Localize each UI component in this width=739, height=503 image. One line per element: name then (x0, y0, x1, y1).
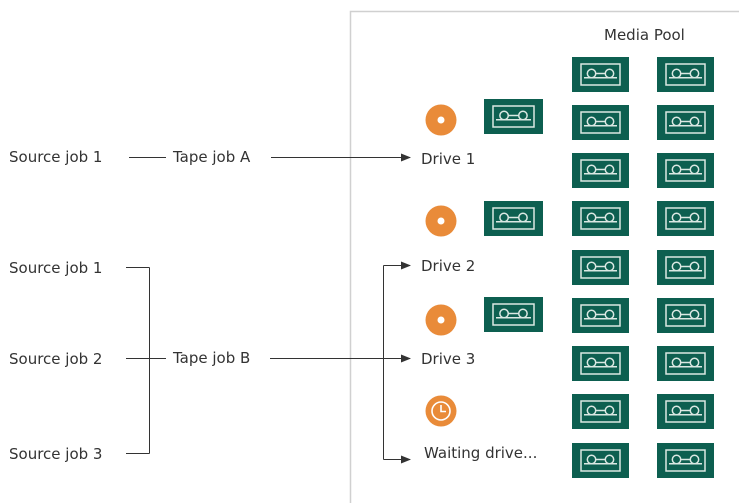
source-job-label: Source job 2 (9, 350, 103, 368)
media-pool-tape-icon (572, 105, 629, 140)
waiting-drive-label: Waiting drive... (424, 444, 538, 462)
media-pool-tape-icon (572, 394, 629, 429)
source-job-label: Source job 3 (9, 445, 103, 463)
disc-icon (425, 104, 457, 136)
disc-icon (425, 304, 457, 336)
loaded-tape-icon (484, 99, 543, 134)
loaded-tape-icon (484, 297, 543, 332)
drive-2-label: Drive 2 (421, 257, 476, 275)
media-panel-border (349, 10, 739, 503)
media-pool-tape-icon (657, 250, 714, 285)
source-job-label: Source job 1 (9, 259, 103, 277)
tape-job-b-label: Tape job B (173, 349, 251, 367)
media-pool-tape-icon (657, 443, 714, 478)
media-pool-tape-icon (657, 394, 714, 429)
tape-job-a-label: Tape job A (173, 148, 251, 166)
source-job-label: Source job 1 (9, 148, 103, 166)
drive-1-label: Drive 1 (421, 150, 476, 168)
media-pool-tape-icon (572, 153, 629, 188)
media-pool-tape-icon (657, 201, 714, 236)
media-pool-tape-icon (572, 57, 629, 92)
media-pool-tape-icon (572, 443, 629, 478)
clock-icon (425, 395, 457, 427)
drive-3-label: Drive 3 (421, 350, 476, 368)
media-pool-tape-icon (572, 298, 629, 333)
media-pool-tape-icon (572, 346, 629, 381)
media-pool-tape-icon (572, 250, 629, 285)
loaded-tape-icon (484, 201, 543, 236)
media-pool-tape-icon (657, 346, 714, 381)
media-pool-tape-icon (657, 105, 714, 140)
media-pool-tape-icon (572, 201, 629, 236)
media-pool-tape-icon (657, 153, 714, 188)
disc-icon (425, 205, 457, 237)
media-pool-tape-icon (657, 298, 714, 333)
media-pool-title: Media Pool (604, 26, 685, 44)
media-pool-tape-icon (657, 57, 714, 92)
